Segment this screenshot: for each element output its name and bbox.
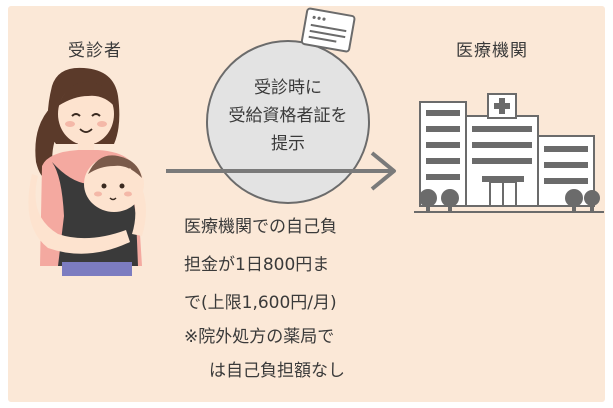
note-line-3: で(上限1,600円/月) — [184, 293, 337, 313]
caption-line-1: 受診時に — [254, 78, 322, 98]
right-arrow-icon — [166, 151, 396, 191]
fee-notes: 医療機関での自己負 担金が1日800円ま で(上限1,600円/月) ※院外処方… — [184, 216, 345, 398]
certificate-card-icon — [300, 7, 356, 53]
caption-line-2: 受給資格者証を — [228, 106, 348, 126]
mother-holding-baby-illustration — [28, 67, 146, 276]
consultation-circle — [206, 40, 370, 204]
consultation-caption: 受診時に 受給資格者証を 提示 — [206, 74, 370, 158]
note-line-4: ※院外処方の薬局で — [184, 327, 335, 347]
caption-line-3: 提示 — [271, 134, 305, 154]
medical-institution-label: 医療機関 — [456, 41, 528, 61]
note-line-1: 医療機関での自己負 — [184, 217, 337, 237]
patient-label: 受診者 — [68, 41, 122, 61]
hospital-building-icon — [414, 93, 604, 213]
note-line-5: は自己負担額なし — [209, 361, 345, 381]
note-line-2: 担金が1日800円ま — [184, 255, 330, 275]
